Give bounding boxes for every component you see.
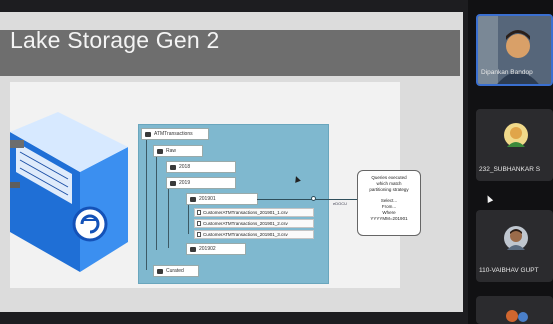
folder-2019: 2019 <box>166 177 236 189</box>
folder-201901: 201901 <box>186 193 258 205</box>
slide-header <box>0 30 460 76</box>
folder-201902: 201902 <box>186 243 246 255</box>
tree-connector <box>156 152 157 250</box>
participant-tile-active[interactable]: Dipankan Bandop <box>476 14 553 86</box>
datalake-illustration <box>10 112 128 272</box>
file-icon <box>197 210 201 215</box>
query-connector-line <box>257 199 357 200</box>
participant-name: 232_SUBHANKAR S <box>479 166 541 173</box>
file-item: CustomerATMTransactions_201901_3.csv <box>194 230 314 239</box>
participant-tile[interactable]: 110-VAIBHAV GUPT <box>476 210 553 282</box>
folder-icon <box>170 164 176 170</box>
participant-name: 110-VAIBHAV GUPT <box>479 267 539 274</box>
participant-name: Dipankan Bandop <box>481 69 533 76</box>
file-icon <box>197 221 201 226</box>
participant-tile[interactable] <box>476 296 553 324</box>
tree-connector <box>168 184 169 248</box>
connector-label: eDOCU <box>333 201 348 206</box>
avatar <box>504 123 528 147</box>
avatar <box>518 312 528 322</box>
avatar <box>506 310 518 322</box>
participant-tile[interactable]: 232_SUBHANKAR S <box>476 109 553 181</box>
tree-connector <box>146 136 147 270</box>
folder-icon <box>170 180 176 186</box>
folder-atmtransactions: ATMTransactions <box>141 128 209 140</box>
participant-video <box>478 16 551 84</box>
folder-raw: Raw <box>153 145 203 157</box>
folder-2018: 2018 <box>166 161 236 173</box>
query-callout: Queries executed which match partitionin… <box>357 170 421 236</box>
avatar <box>504 226 528 250</box>
tree-connector <box>188 204 189 234</box>
connector-node <box>311 196 316 201</box>
file-item: CustomerATMTransactions_201901_2.csv <box>194 219 314 228</box>
folder-icon <box>157 268 163 274</box>
folder-icon <box>157 148 163 154</box>
folder-curated: Curated <box>153 265 199 277</box>
folder-icon <box>190 196 196 202</box>
file-item: CustomerATMTransactions_201901_1.csv <box>194 208 314 217</box>
folder-icon <box>190 246 196 252</box>
folder-icon <box>145 131 151 137</box>
file-icon <box>197 232 201 237</box>
slide-title: Lake Storage Gen 2 <box>10 27 220 53</box>
